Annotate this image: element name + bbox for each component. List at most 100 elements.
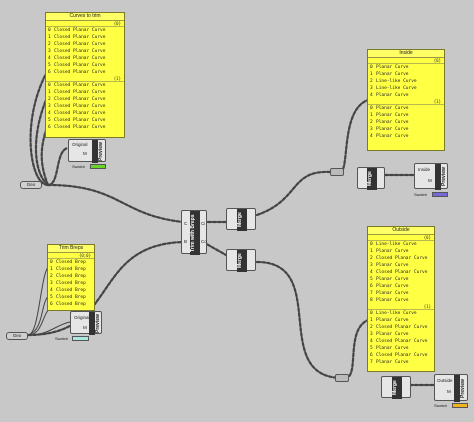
preview-component-inside[interactable]: Inside M Preview (414, 163, 448, 190)
item-index: 4 (50, 288, 53, 293)
swatch-label: Swatch (72, 164, 86, 169)
preview-component-bottom[interactable]: Original M Preview (70, 311, 102, 335)
item-text: Planar Curve (376, 277, 409, 282)
item-text: Closed Planar Curve (376, 325, 428, 330)
item-text: Closed Planar Curve (54, 56, 106, 61)
item-index: 0 (370, 311, 373, 316)
item-index: 6 (370, 284, 373, 289)
item-index: 2 (370, 325, 373, 330)
swatch-label: Swatch (434, 403, 448, 408)
item-index: 0 (48, 83, 51, 88)
merge-component-a[interactable]: Merge (226, 208, 256, 231)
swatch-label: Swatch (414, 192, 428, 197)
item-text: Closed Planar Curve (54, 125, 106, 130)
item-index: 2 (370, 120, 373, 125)
item-index: 2 (48, 42, 51, 47)
item-text: Planar Curve (376, 134, 409, 139)
item-text: Line-like Curve (376, 311, 417, 316)
swatch-top[interactable] (90, 164, 106, 169)
item-index: 1 (48, 90, 51, 95)
panel-title: Trim Breps (48, 245, 94, 253)
component-name: Merge (237, 212, 243, 228)
trim-with-breps-component[interactable]: Trim with Breps C B Ci Co (181, 210, 207, 255)
item-text: Planar Curve (376, 113, 409, 118)
item-text: Closed Brep (56, 281, 86, 286)
merge-component-inside[interactable]: Merge (357, 167, 385, 190)
item-text: Planar Curve (376, 298, 409, 303)
wire-layer (26, 68, 437, 387)
relay-inside[interactable] (330, 168, 344, 176)
branch-path: {1} (46, 76, 124, 82)
item-index: 6 (50, 302, 53, 307)
geo-param-bottom[interactable]: Geo (6, 332, 28, 340)
component-name: Merge (392, 380, 398, 396)
item-index: 4 (48, 56, 51, 61)
preview-component-outside[interactable]: Outside M Preview (434, 374, 468, 402)
item-index: 6 (48, 125, 51, 130)
merge-component-outside[interactable]: Merge (381, 376, 411, 399)
item-index: 1 (50, 267, 53, 272)
geometry-input-label: Outside (437, 378, 453, 383)
item-index: 3 (370, 86, 373, 91)
input-b-label: B (184, 239, 188, 244)
component-body (454, 375, 460, 402)
item-index: 2 (370, 79, 373, 84)
swatch-inside[interactable] (432, 192, 448, 197)
item-index: 0 (370, 65, 373, 70)
component-name: Trim with Breps (190, 214, 196, 252)
item-text: Planar Curve (376, 332, 409, 337)
geometry-input-label: Original (72, 142, 88, 147)
component-body (367, 168, 377, 190)
component-body (89, 312, 95, 335)
preview-component-top[interactable]: Original M Preview (68, 139, 106, 163)
wire-breps-to-preview (27, 321, 71, 336)
item-text: Closed Brep (56, 302, 86, 307)
item-text: Planar Curve (376, 249, 409, 254)
item-index: 6 (370, 353, 373, 358)
item-text: Closed Planar Curve (54, 63, 106, 68)
branch-path: {0;0} (48, 253, 94, 259)
wire-curves-to-preview (46, 146, 70, 187)
merge-component-b[interactable]: Merge (226, 249, 256, 272)
panel-title: Curves to trim (46, 13, 124, 21)
material-input-label: M (83, 151, 87, 156)
item-text: Planar Curve (376, 318, 409, 323)
swatch-bottom[interactable] (72, 336, 89, 341)
item-text: Closed Planar Curve (54, 35, 106, 40)
component-body (435, 164, 441, 190)
material-input-label: M (447, 389, 451, 394)
branch-path: {0} (368, 58, 444, 64)
item-text: Closed Planar Curve (54, 49, 106, 54)
item-text: Closed Planar Curve (54, 104, 106, 109)
geometry-input-label: Original (74, 315, 90, 320)
item-index: 0 (370, 106, 373, 111)
relay-outside[interactable] (335, 374, 349, 382)
component-body (237, 209, 247, 231)
swatch-outside[interactable] (452, 403, 468, 408)
geo-param-top[interactable]: Geo (20, 181, 42, 189)
item-text: Planar Curve (376, 72, 409, 77)
